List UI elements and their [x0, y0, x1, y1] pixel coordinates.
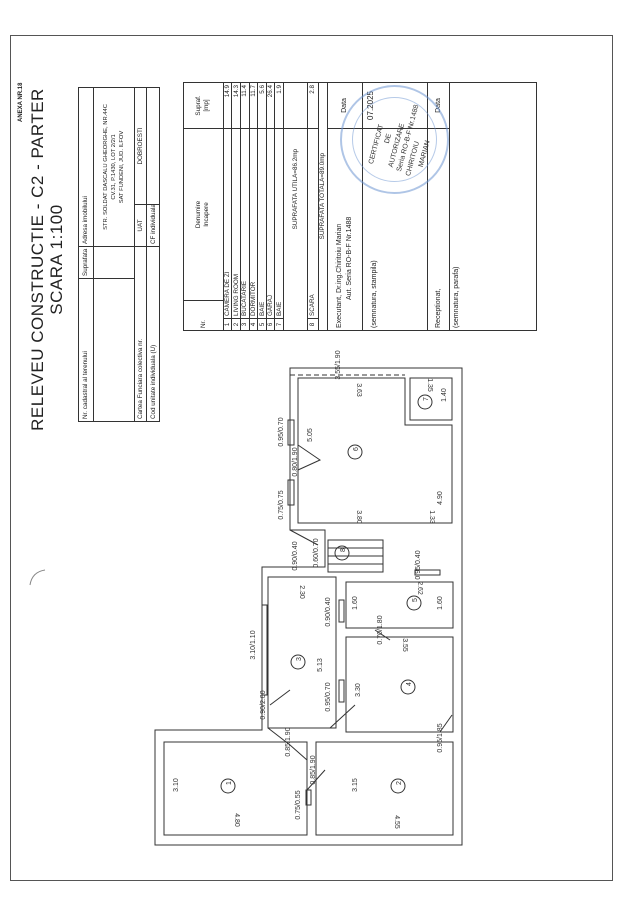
room-number: 5	[412, 598, 419, 602]
door-swings	[267, 444, 453, 791]
opening-label: 0.90/0.40	[292, 541, 299, 570]
room-marker	[390, 778, 406, 794]
dimension-label: 1.35	[426, 378, 433, 392]
dimension-label: 3.55	[401, 638, 408, 652]
opening-label: 3.10/1.10	[250, 630, 257, 659]
opening-label: 0.95/1.85	[437, 723, 444, 752]
opening-label: 0.95/0.70	[325, 682, 332, 711]
stair-steps	[328, 547, 383, 565]
dimension-label: 1.33	[428, 510, 435, 524]
dimension-label: 1.60	[352, 596, 359, 610]
room-1-outline	[163, 741, 308, 836]
dimension-label: 3.63	[355, 383, 362, 397]
dimension-label: 4.90	[437, 491, 444, 505]
opening-label: 0.75/0.75	[278, 490, 285, 519]
dimension-label: 3.10	[173, 778, 180, 792]
room-marker	[347, 444, 363, 460]
dimension-label: 5.05	[307, 428, 314, 442]
dimension-label: 5.13	[317, 658, 324, 672]
room-4-outline	[345, 636, 454, 733]
dimension-label: 1.40	[441, 388, 448, 402]
room-5-outline	[345, 581, 454, 629]
outer-wall	[154, 367, 463, 846]
room-number: 4	[406, 682, 413, 686]
dimension-label: 2.30	[298, 585, 305, 599]
dimension-label: 3.80	[355, 510, 362, 524]
opening-label: 0.60/0.70	[313, 538, 320, 567]
room-marker	[290, 654, 306, 670]
room-number: 3	[296, 657, 303, 661]
room-2-outline	[315, 741, 454, 836]
opening-label: 0.85/1.90	[285, 727, 292, 756]
dimension-label: 2.62	[416, 581, 423, 595]
opening-label: 3.55/1.90	[335, 350, 342, 379]
room-number: 1	[226, 781, 233, 785]
dimension-label: 1.60	[437, 596, 444, 610]
authorization-stamp: CERTIFICAT DE AUTORIZARE Seria RO-B-F Nr…	[340, 85, 449, 194]
opening-label: 0.75/0.55	[295, 790, 302, 819]
room-marker	[220, 778, 236, 794]
punch-mark	[29, 569, 46, 586]
room-number: 7	[423, 397, 430, 401]
page-border	[10, 35, 613, 881]
svg-text:DE: DE	[384, 133, 393, 145]
opening-label: 0.85/1.90	[310, 755, 317, 784]
room-number: 2	[396, 781, 403, 785]
opening-label: 0.95/0.70	[278, 417, 285, 446]
room-3-outline	[267, 576, 337, 729]
opening-label: 0.80/1.90	[292, 447, 299, 476]
room-number: 6	[353, 447, 360, 451]
dimension-label: 3.15	[352, 778, 359, 792]
opening-label: 0.95/0.40	[415, 550, 422, 579]
windows	[261, 419, 441, 806]
dimension-label: 3.30	[355, 683, 362, 697]
room-number: 8	[340, 548, 347, 552]
room-marker	[400, 679, 416, 695]
opening-label: 0.90/2.00	[260, 690, 267, 719]
room-7-outline	[409, 377, 453, 421]
opening-label: 0.90/0.40	[325, 597, 332, 626]
room-marker	[417, 394, 433, 410]
room-marker	[406, 595, 422, 611]
dimension-label: 4.80	[233, 813, 240, 827]
stamp-lettering: CERTIFICAT DE AUTORIZARE Seria RO-B-F Nr…	[368, 104, 432, 177]
opening-label: 0.70/1.80	[377, 615, 384, 644]
dimension-label: 4.55	[393, 815, 400, 829]
room-marker	[334, 545, 350, 561]
room-6-outline	[297, 377, 453, 524]
